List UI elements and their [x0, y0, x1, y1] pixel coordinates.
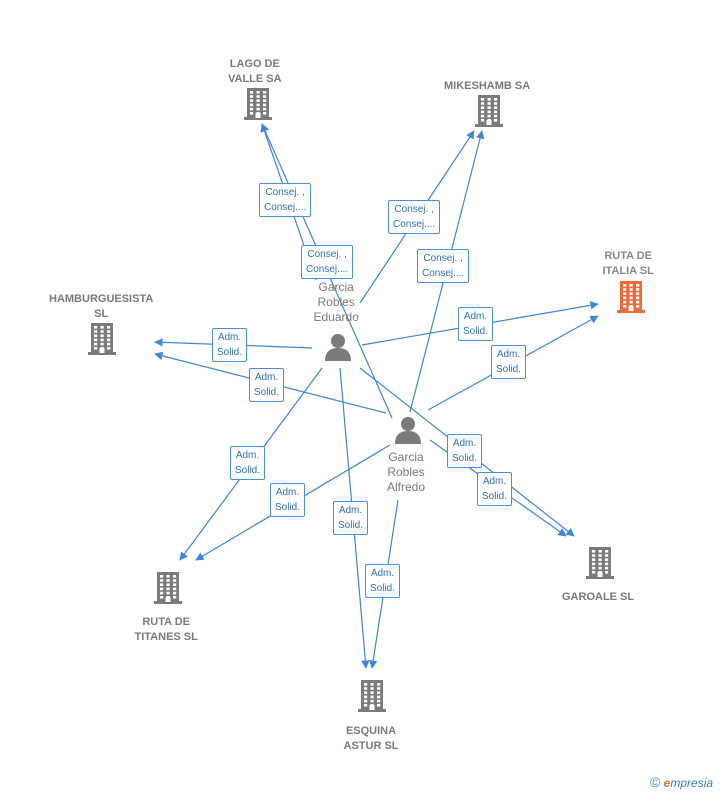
- company-label-ruta-titanes[interactable]: RUTA DE TITANES SL: [135, 615, 198, 645]
- company-name-line: SL: [94, 308, 109, 320]
- relation-text: Solid.: [463, 326, 489, 337]
- company-label-hamburguesista[interactable]: HAMBURGUESISTA SL: [49, 292, 153, 322]
- building-icon[interactable]: [153, 570, 183, 609]
- company-label-esquina[interactable]: ESQUINA ASTUR SL: [344, 724, 399, 754]
- relation-text: Solid.: [338, 520, 364, 531]
- company-name-line: RUTA DE: [604, 250, 652, 262]
- relation-label-ed-hamb[interactable]: Adm. Solid.: [212, 328, 248, 362]
- relation-label-ed-titanes[interactable]: Adm. Solid.: [230, 446, 266, 480]
- relation-text: Adm.: [217, 332, 242, 343]
- relation-label-al-italia[interactable]: Adm. Solid.: [491, 345, 527, 379]
- company-name-line: RUTA DE: [142, 616, 191, 628]
- building-icon[interactable]: [616, 279, 646, 318]
- relation-text: Consej. ,: [423, 253, 463, 264]
- company-label-ruta-italia[interactable]: RUTA DE ITALIA SL: [603, 249, 654, 279]
- relation-text: Adm.: [235, 450, 260, 461]
- relation-label-al-titanes[interactable]: Adm. Solid.: [270, 483, 306, 517]
- building-icon[interactable]: [87, 321, 117, 360]
- relation-text: Solid.: [275, 502, 301, 513]
- relation-label-ed-lago[interactable]: Consej. , Consej....: [259, 183, 312, 217]
- copyright-symbol: ©: [650, 774, 661, 790]
- building-icon[interactable]: [357, 678, 387, 717]
- person-name-line: Robles: [317, 295, 355, 309]
- relation-text: Adm.: [275, 487, 300, 498]
- relation-text: Adm.: [254, 372, 279, 383]
- relation-label-al-lago[interactable]: Consej. , Consej....: [301, 245, 354, 279]
- relation-text: Consej. ,: [307, 249, 347, 260]
- relation-text: Solid.: [482, 491, 508, 502]
- brand-watermark: © empresia: [650, 774, 713, 790]
- relation-label-ed-italia[interactable]: Adm. Solid.: [458, 307, 494, 341]
- relation-text: Adm.: [463, 311, 488, 322]
- relation-text: Consej....: [422, 268, 465, 279]
- relation-text: Solid.: [254, 387, 280, 398]
- relation-text: Consej. ,: [265, 187, 305, 198]
- company-label-lago[interactable]: LAGO DE VALLE SA: [228, 57, 282, 87]
- relation-label-ed-mike[interactable]: Consej. , Consej....: [388, 200, 441, 234]
- relation-text: Adm.: [338, 505, 363, 516]
- person-name-line: Eduardo: [313, 310, 359, 324]
- person-name-line: Garcia: [318, 280, 354, 294]
- company-name-line: ESQUINA: [345, 725, 397, 737]
- person-name-line: Alfredo: [387, 480, 426, 494]
- brand-name: empresia: [664, 776, 713, 790]
- relation-text: Adm.: [482, 476, 507, 487]
- relation-text: Consej....: [306, 264, 349, 275]
- person-name-line: Robles: [387, 465, 425, 479]
- company-name-line: VALLE SA: [228, 73, 282, 85]
- relation-text: Solid.: [370, 583, 396, 594]
- relation-label-al-mike[interactable]: Consej. , Consej....: [417, 249, 470, 283]
- company-name-line: ASTUR SL: [343, 740, 399, 752]
- relation-text: Adm.: [496, 349, 521, 360]
- building-icon[interactable]: [585, 545, 615, 584]
- company-label-mikeshamb[interactable]: MIKESHAMB SA: [444, 79, 530, 94]
- relation-text: Solid.: [235, 465, 261, 476]
- relation-text: Solid.: [496, 364, 522, 375]
- relation-text: Consej....: [264, 202, 307, 213]
- person-icon[interactable]: [393, 416, 423, 449]
- building-icon[interactable]: [474, 93, 504, 132]
- company-label-garoale[interactable]: GAROALE SL: [562, 590, 634, 605]
- company-name-line: GAROALE SL: [562, 591, 635, 603]
- building-icon[interactable]: [243, 86, 273, 125]
- relation-label-ed-esquina[interactable]: Adm. Solid.: [333, 501, 369, 535]
- relation-text: Solid.: [452, 453, 478, 464]
- brand-initial: e: [663, 776, 671, 790]
- relation-label-al-hamb[interactable]: Adm. Solid.: [249, 368, 285, 402]
- relation-text: Adm.: [370, 568, 395, 579]
- brand-rest: mpresia: [670, 776, 714, 790]
- relation-text: Consej. ,: [394, 204, 434, 215]
- company-name-line: ITALIA SL: [602, 265, 654, 277]
- company-name-line: MIKESHAMB SA: [444, 80, 531, 92]
- company-name-line: HAMBURGUESISTA: [49, 293, 154, 305]
- relation-label-ed-garoale[interactable]: Adm. Solid.: [447, 434, 483, 468]
- relation-text: Consej....: [393, 219, 436, 230]
- relation-text: Adm.: [452, 438, 477, 449]
- relation-label-al-esquina[interactable]: Adm. Solid.: [365, 564, 401, 598]
- person-icon[interactable]: [323, 333, 353, 366]
- relation-text: Solid.: [217, 347, 243, 358]
- relation-label-al-garoale[interactable]: Adm. Solid.: [477, 472, 513, 506]
- company-name-line: TITANES SL: [134, 631, 198, 643]
- person-name-line: Garcia: [388, 450, 424, 464]
- company-name-line: LAGO DE: [229, 58, 280, 70]
